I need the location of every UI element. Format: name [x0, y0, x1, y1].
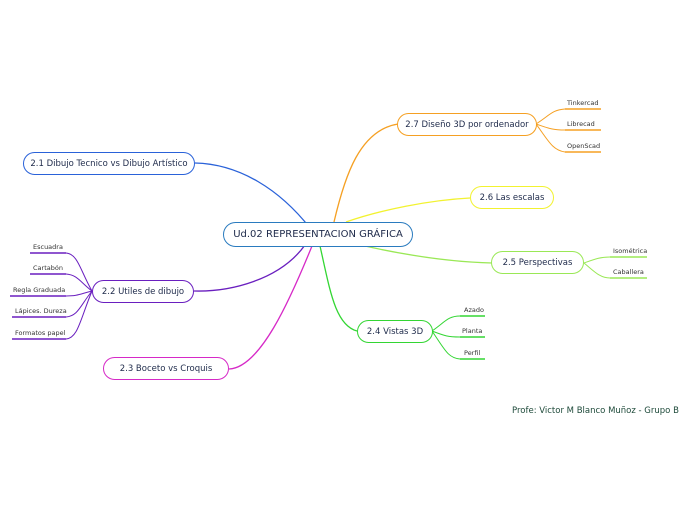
connector-2-2-lapices [65, 290, 93, 318]
connector-central-2-7 [333, 123, 399, 223]
connector-central-2-6 [345, 197, 471, 223]
connector-2-5-isometrica [583, 256, 611, 264]
connector-2-7-openscad [535, 123, 566, 153]
topic-2-4[interactable]: 2.4 Vistas 3D [357, 320, 433, 343]
connector-central-2-1 [194, 162, 311, 229]
connector-2-5-caballera [583, 262, 611, 279]
connector-2-2-regla [65, 290, 93, 297]
subtopic-lapices-dureza[interactable]: Lápices. Dureza [15, 307, 67, 315]
subtopic-openscad[interactable]: OpenScad [567, 142, 601, 150]
topic-2-1[interactable]: 2.1 Dibujo Tecnico vs Dibujo Artístico [23, 152, 195, 175]
connector-2-7-librecad [535, 123, 566, 131]
subtopic-escuadra[interactable]: Escuadra [33, 243, 63, 251]
connector-2-7-tinkercad [535, 108, 566, 125]
connector-2-2-escuadra [65, 252, 93, 292]
topic-2-5[interactable]: 2.5 Perspectivas [491, 251, 584, 274]
connector-central-2-3 [228, 245, 313, 370]
connector-central-2-2 [193, 244, 306, 292]
connector-2-4-perfil [431, 330, 461, 360]
subtopic-regla-graduada[interactable]: Regla Graduada [13, 286, 66, 294]
topic-2-2[interactable]: 2.2 Utiles de dibujo [92, 280, 194, 303]
connector-2-2-cartabon [65, 273, 93, 292]
connector-central-2-4 [319, 245, 358, 332]
subtopic-tinkercad[interactable]: Tinkercad [567, 99, 599, 107]
connector-central-2-5 [364, 245, 493, 264]
central-topic[interactable]: Ud.02 REPRESENTACION GRÁFICA [223, 222, 413, 247]
author-credit: Profe: Victor M Blanco Muñoz - Grupo B [512, 406, 679, 416]
connector-2-4-planta [431, 330, 461, 338]
subtopic-isometrica[interactable]: Isométrica [613, 247, 648, 255]
topic-2-7[interactable]: 2.7 Diseño 3D por ordenador [397, 113, 537, 136]
subtopic-cartabon[interactable]: Cartabón [33, 264, 63, 272]
connector-2-2-formatos [65, 290, 93, 340]
subtopic-caballera[interactable]: Caballera [613, 268, 644, 276]
subtopic-azado[interactable]: Azado [464, 306, 484, 314]
topic-2-3[interactable]: 2.3 Boceto vs Croquis [103, 357, 229, 380]
subtopic-planta[interactable]: Planta [462, 327, 483, 335]
topic-2-6[interactable]: 2.6 Las escalas [470, 186, 554, 209]
connector-2-4-azado [431, 315, 461, 332]
subtopic-formatos-papel[interactable]: Formatos papel [15, 329, 66, 337]
subtopic-librecad[interactable]: Librecad [567, 120, 595, 128]
subtopic-perfil[interactable]: Perfil [464, 349, 481, 357]
